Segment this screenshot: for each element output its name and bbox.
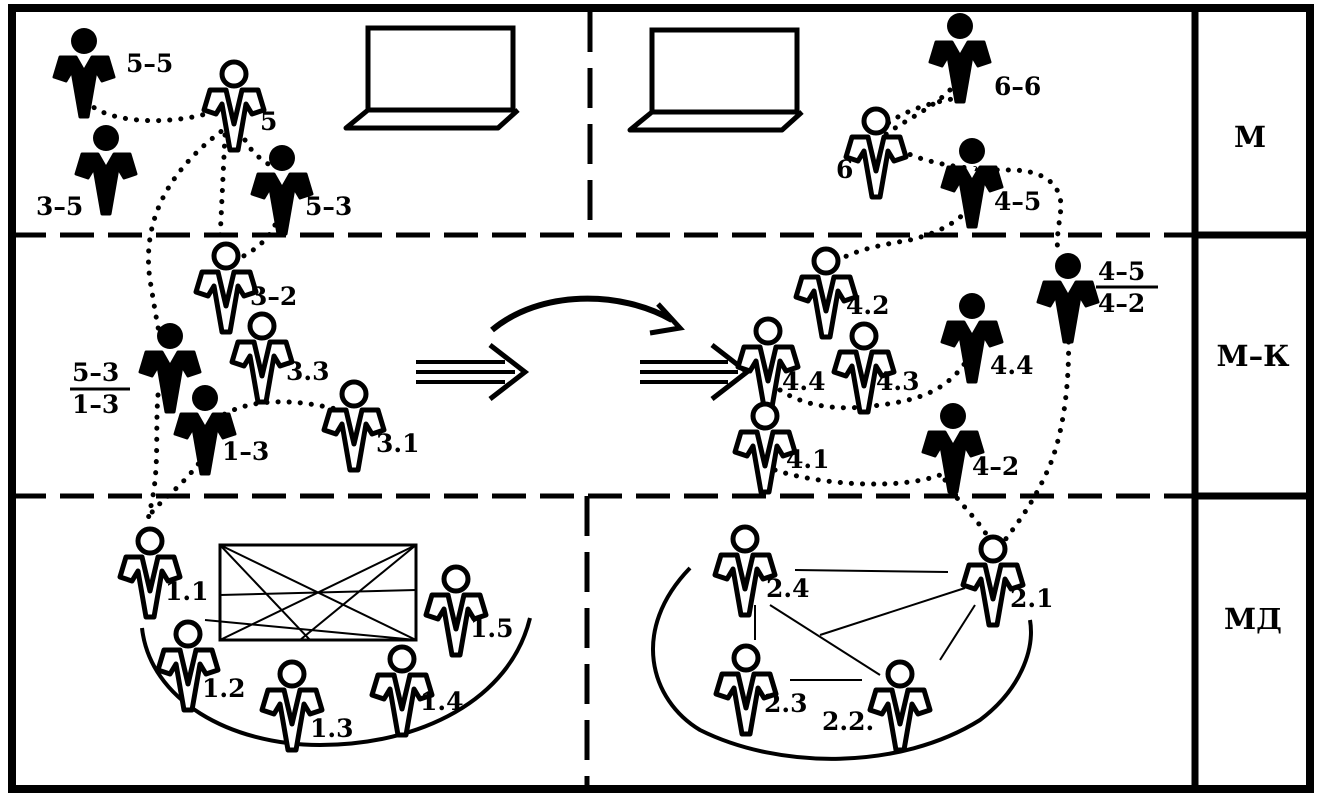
label-5-5: 5–5 xyxy=(126,49,173,78)
arrows xyxy=(416,295,752,401)
label-1-3: 1–3 xyxy=(222,437,269,466)
person-5-3-1-3 xyxy=(138,321,202,414)
label-2-3: 2.3 xyxy=(764,689,808,718)
person-3-5 xyxy=(74,123,138,216)
label-4-2-dash: 4–2 xyxy=(972,452,1019,481)
label-3-3: 3.3 xyxy=(286,357,330,386)
label-5-3: 5–3 xyxy=(305,192,352,221)
label-1-2: 1.2 xyxy=(202,674,246,703)
zone-label-middle: М–К xyxy=(1217,339,1291,373)
label-1-3b: 1.3 xyxy=(310,714,354,743)
label-6: 6 xyxy=(836,155,853,184)
label-1-5: 1.5 xyxy=(470,614,514,643)
person-4-5-top xyxy=(940,136,1004,229)
person-6-6 xyxy=(928,11,992,104)
label-4-4a: 4.4 xyxy=(782,367,826,396)
zone-label-bottom: МД xyxy=(1224,602,1282,636)
frame xyxy=(8,4,1314,793)
laptop-icon-left xyxy=(346,28,518,128)
label-4-1: 4.1 xyxy=(786,445,830,474)
label-5: 5 xyxy=(260,107,277,136)
laptop-icon-right xyxy=(630,30,802,130)
label-6-6: 6–6 xyxy=(994,72,1041,101)
zone-label-top: М xyxy=(1234,120,1266,154)
label-2-2: 2.2. xyxy=(822,707,874,736)
group-1-network xyxy=(140,543,532,748)
label-1-4: 1.4 xyxy=(420,687,464,716)
label-frac-bottom: 1–3 xyxy=(72,390,119,419)
label-4-5-top: 4–5 xyxy=(994,187,1041,216)
label-4-4b: 4.4 xyxy=(990,351,1034,380)
label-4-3: 4.3 xyxy=(876,367,920,396)
label-3-1: 3.1 xyxy=(376,429,420,458)
person-3-1 xyxy=(324,382,384,470)
label-2-1: 2.1 xyxy=(1010,584,1054,613)
person-5-5 xyxy=(52,26,116,119)
person-6 xyxy=(846,109,906,197)
label-3-5: 3–5 xyxy=(36,192,83,221)
label-1-1: 1.1 xyxy=(165,577,209,606)
label-frac2-top: 4–5 xyxy=(1098,257,1145,286)
label-frac2-bottom: 4–2 xyxy=(1098,289,1145,318)
person-3-2 xyxy=(196,244,256,332)
label-3-2: 3–2 xyxy=(250,282,297,311)
person-4-5-4-2 xyxy=(1036,251,1100,344)
label-frac-top: 5–3 xyxy=(72,358,119,387)
group-2-network xyxy=(651,566,1033,761)
right-connections xyxy=(772,87,1072,543)
label-4-2: 4.2 xyxy=(846,291,890,320)
label-2-4: 2.4 xyxy=(766,574,810,603)
person-3-3 xyxy=(232,314,292,402)
